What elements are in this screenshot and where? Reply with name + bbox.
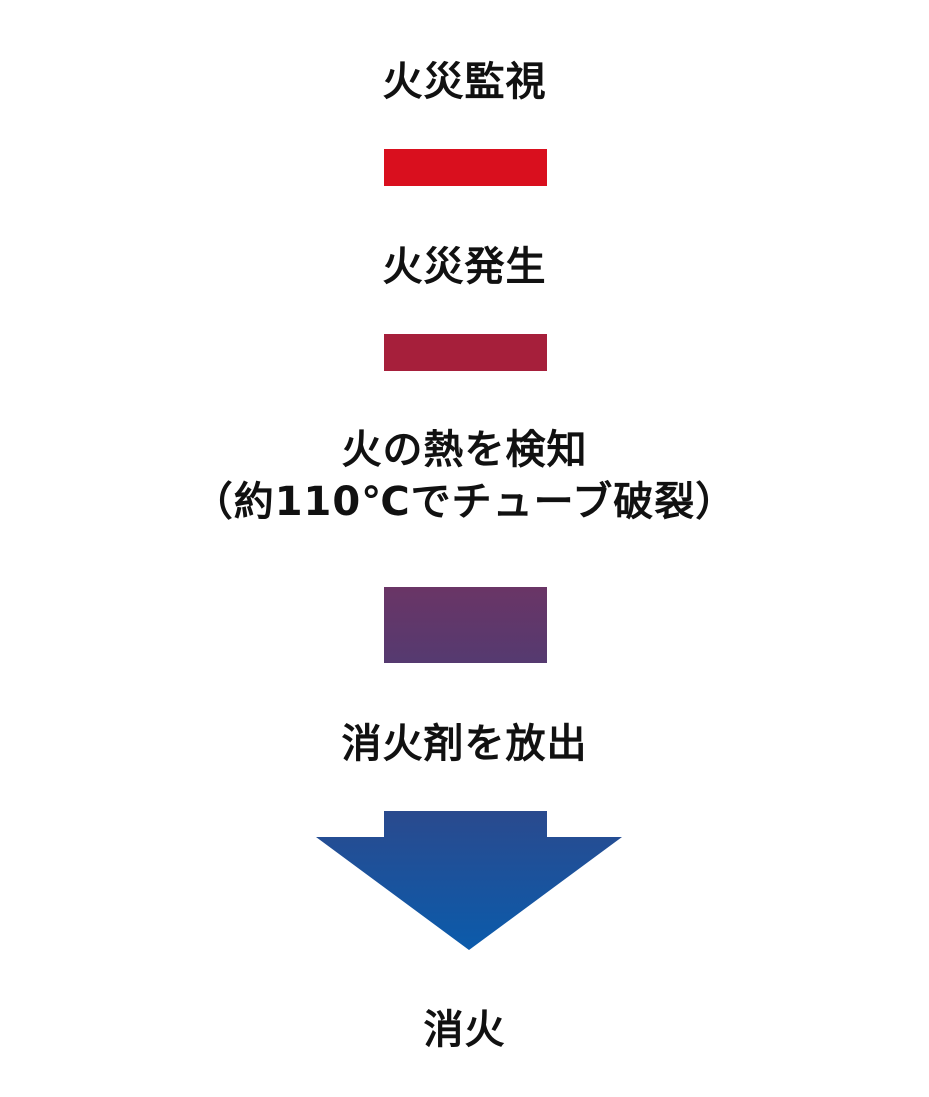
step-extinguished: 消火: [0, 1004, 929, 1056]
step-label: 消火: [423, 1007, 506, 1053]
connector-bar-2: [384, 334, 547, 371]
step-label: 火の熱を検知: [341, 427, 588, 473]
step-heat-detection: 火の熱を検知 （約110℃でチューブ破裂）: [0, 424, 929, 528]
step-label: 火災発生: [382, 244, 547, 290]
connector-bar-1: [384, 149, 547, 186]
down-arrow-icon: [316, 811, 622, 950]
step-sublabel: （約110℃でチューブ破裂）: [192, 479, 737, 525]
arrow-shape: [316, 811, 622, 950]
step-fire-monitoring: 火災監視: [0, 56, 929, 108]
step-label: 消火剤を放出: [341, 721, 588, 767]
step-agent-release: 消火剤を放出: [0, 718, 929, 770]
step-label: 火災監視: [382, 59, 547, 105]
step-fire-outbreak: 火災発生: [0, 241, 929, 293]
connector-bar-3: [384, 587, 547, 663]
